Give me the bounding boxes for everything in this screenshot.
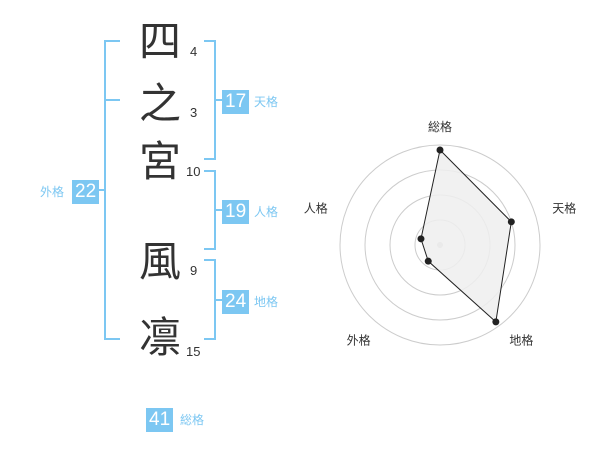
stroke-count-2: 3 bbox=[190, 105, 198, 120]
chikaku-value-badge: 24 bbox=[222, 290, 250, 314]
chikaku-label: 地格 bbox=[254, 295, 279, 309]
tenkaku-bracket-tick bbox=[214, 99, 222, 101]
name-char-3: 宮 bbox=[138, 137, 181, 186]
soukaku-label: 総格 bbox=[180, 413, 205, 427]
radar-axis-label-2: 天格 bbox=[552, 201, 576, 216]
stroke-count-4: 9 bbox=[190, 263, 198, 278]
chikaku-bracket-tick bbox=[214, 299, 222, 301]
radar-axis-label-1: 総格 bbox=[428, 119, 452, 134]
jinkaku-label: 人格 bbox=[254, 205, 279, 219]
radar-point-3 bbox=[492, 318, 500, 326]
radar-axis-label-5: 人格 bbox=[304, 201, 328, 216]
name-char-4: 風 bbox=[138, 237, 181, 286]
gaikaku-value-badge: 22 bbox=[72, 180, 100, 204]
soukaku-value-badge: 41 bbox=[146, 408, 174, 432]
jinkaku-value-badge: 19 bbox=[222, 200, 250, 224]
tenkaku-value-badge: 17 bbox=[222, 90, 250, 114]
radar-axis-label-4: 外格 bbox=[347, 332, 371, 347]
radar-series-area bbox=[420, 148, 512, 323]
gaikaku-bracket-mid-tick bbox=[104, 99, 120, 101]
stroke-count-5: 15 bbox=[186, 344, 201, 359]
stroke-count-3: 10 bbox=[186, 164, 201, 179]
tenkaku-label: 天格 bbox=[254, 95, 279, 109]
radar-point-2 bbox=[507, 218, 515, 226]
radar-point-4 bbox=[424, 257, 432, 265]
radar-grid-ring-4 bbox=[339, 144, 541, 346]
gaikaku-label: 外格 bbox=[40, 185, 65, 199]
stroke-count-1: 4 bbox=[190, 44, 198, 59]
radar-point-5 bbox=[417, 235, 425, 243]
gaikaku-bracket-tick bbox=[98, 189, 106, 191]
name-char-1: 四 bbox=[138, 17, 181, 66]
radar-point-1 bbox=[436, 146, 444, 154]
name-char-2: 之 bbox=[138, 79, 181, 128]
name-char-5: 凛 bbox=[138, 313, 181, 362]
radar-axis-label-3: 地格 bbox=[509, 332, 533, 347]
gaikaku-bracket bbox=[104, 40, 120, 340]
jinkaku-bracket-tick bbox=[214, 209, 222, 211]
